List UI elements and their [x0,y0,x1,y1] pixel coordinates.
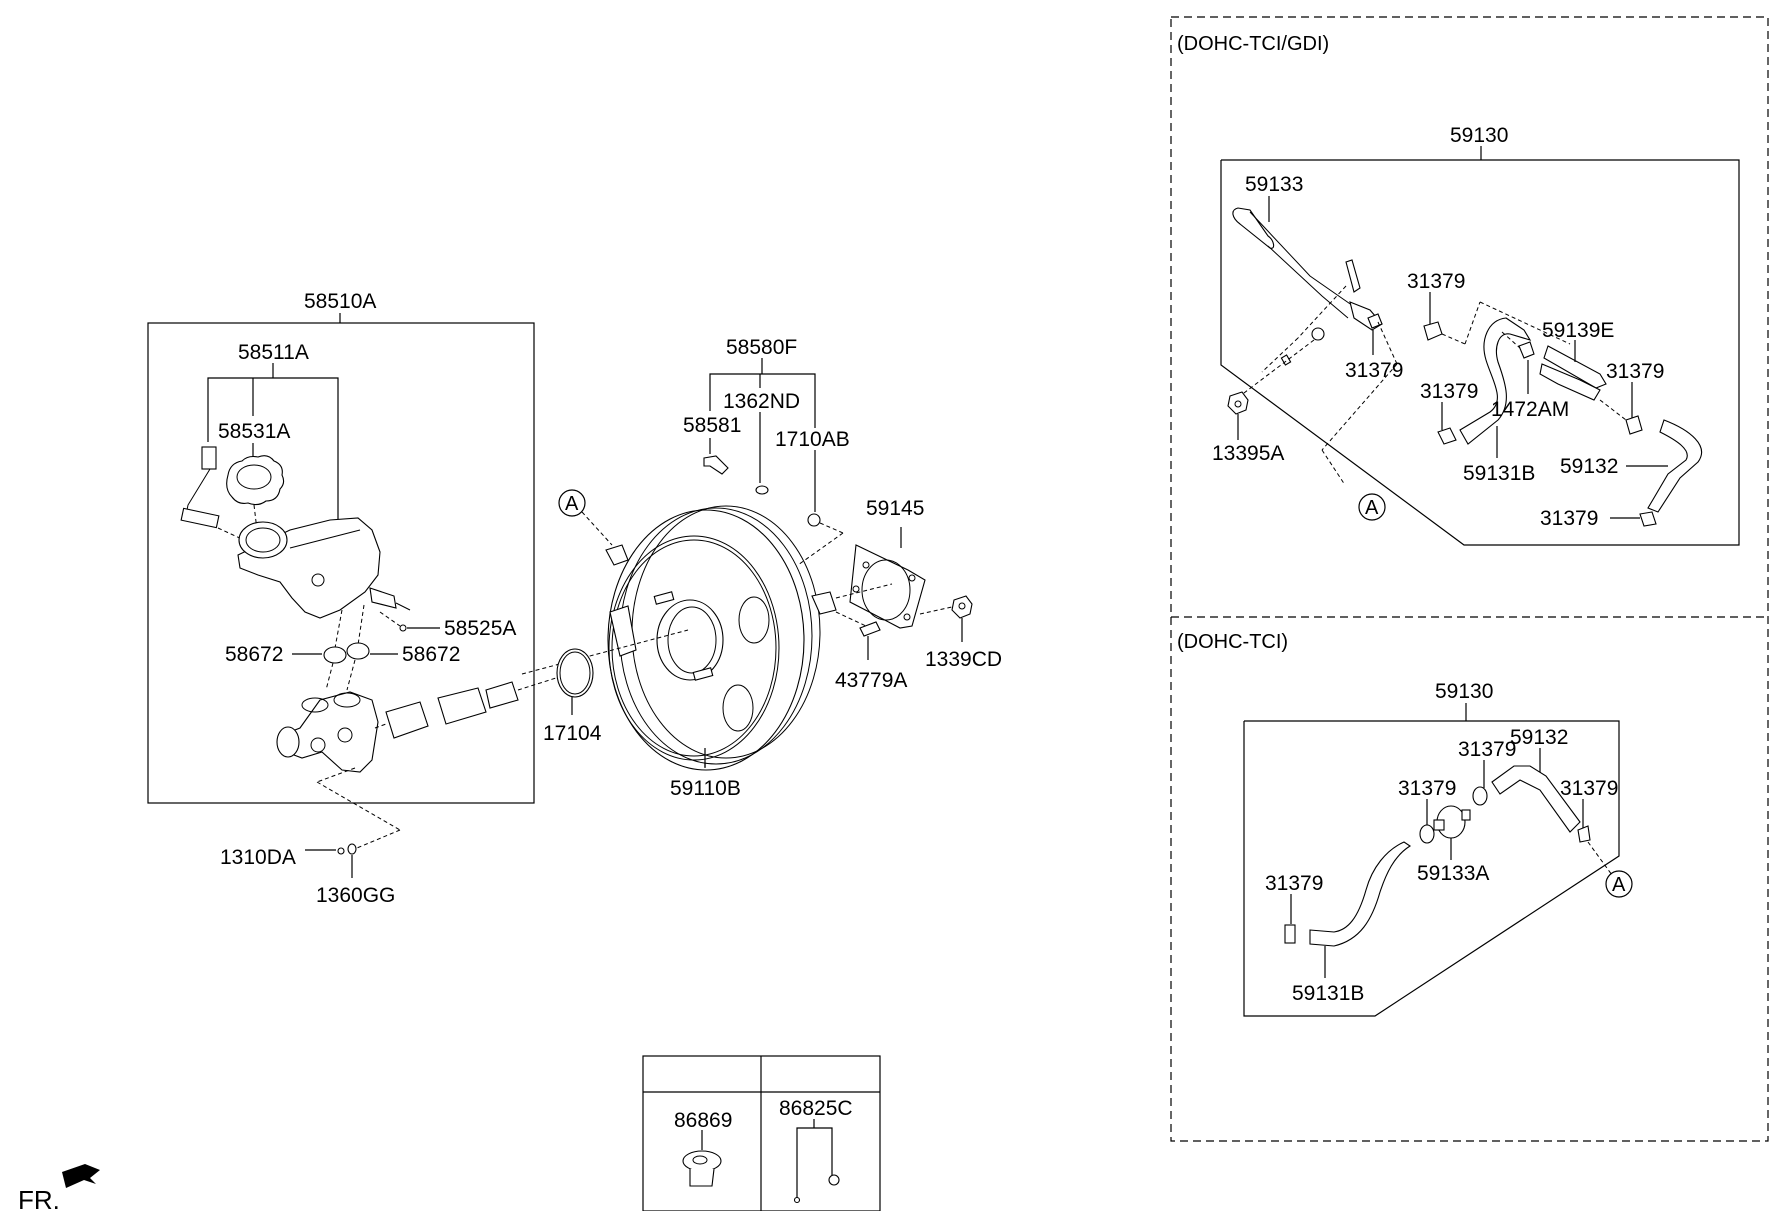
section-title-gdi: (DOHC-TCI/GDI) [1177,33,1329,55]
clevis-pin-icon [703,455,729,475]
connector-1472AM-icon [1518,341,1535,359]
label-31379-tci-2[interactable]: 31379 [1398,777,1456,800]
label-13395A[interactable]: 13395A [1212,442,1284,465]
label-59133[interactable]: 59133 [1245,173,1303,196]
label-31379-tci-1[interactable]: 31379 [1458,738,1516,761]
option-table: 86869 86825C [642,1055,881,1211]
label-59145[interactable]: 59145 [866,497,924,520]
clip-small-icon [793,1196,801,1204]
label-31379-gdi-5[interactable]: 31379 [1540,507,1598,530]
label-1362ND[interactable]: 1362ND [723,390,800,413]
label-31379-gdi-3[interactable]: 31379 [1420,380,1478,403]
label-1310DA[interactable]: 1310DA [220,846,296,869]
hose-59131B-tci-icon [1309,841,1412,947]
clamp-31379-icon [1423,321,1443,341]
clamp-31379-tci-icon-1 [1472,786,1488,806]
label-1360GG[interactable]: 1360GG [316,884,395,907]
grommet-right-icon [346,642,370,660]
clamp-31379-icon-3 [1437,427,1457,445]
reference-marker-A-tci[interactable] [1605,870,1633,898]
clamp-31379-tci-icon-3 [1577,825,1591,843]
front-orientation-indicator: FR. [18,1164,100,1211]
label-31379-gdi-2[interactable]: 31379 [1345,359,1403,382]
label-31379-tci-4[interactable]: 31379 [1265,872,1323,895]
label-1339CD[interactable]: 1339CD [925,648,1002,671]
table-part-86869[interactable]: 86869 [674,1109,732,1132]
master-cylinder-frame [147,322,535,804]
clip-1362ND-icon [755,485,769,495]
clamp-31379-tci-icon-2 [1419,824,1435,844]
label-59133A[interactable]: 59133A [1417,862,1489,885]
clip-43779A-icon [859,621,881,637]
label-58672-right[interactable]: 58672 [402,643,460,666]
grommet-left-icon [323,646,347,664]
nut-13395A-icon [1227,391,1249,415]
label-58511A[interactable]: 58511A [238,341,309,364]
label-59139E[interactable]: 59139E [1542,319,1614,342]
label-31379-gdi-4[interactable]: 31379 [1606,360,1664,383]
label-17104[interactable]: 17104 [543,722,602,745]
master-cylinder-group: 58510A 58511A 58531A [147,290,557,907]
label-58581[interactable]: 58581 [683,414,741,437]
label-31379-tci-3[interactable]: 31379 [1560,777,1618,800]
washer-1360GG-icon [347,843,357,855]
variant-panel [1170,16,1769,1142]
brake-booster-icon [605,505,837,771]
label-59131B-tci[interactable]: 59131B [1292,982,1364,1005]
gasket-icon [849,544,926,629]
clamp-31379-icon-5 [1639,511,1657,527]
reference-marker-A-gdi[interactable] [1358,493,1386,521]
variant-tci: (DOHC-TCI) 59130 59132 31379 31379 31379… [1177,631,1633,1017]
clip-86869-icon [682,1150,722,1187]
label-58531A[interactable]: 58531A [218,420,290,443]
piston-boot-icon [385,681,519,739]
hose-59133-icon [1232,207,1383,331]
front-arrow-icon [62,1164,100,1188]
label-58580F[interactable]: 58580F [726,336,797,359]
clip-large-icon [828,1174,840,1186]
reference-marker-A[interactable] [558,489,586,517]
label-59110B[interactable]: 59110B [670,777,741,800]
valve-59139E-icon [1539,345,1607,401]
reference-marker-A-gdi-label: A [1365,497,1379,519]
reservoir-body-icon [237,517,397,619]
grommet-icon [1311,327,1325,341]
hose-59131B-icon [1459,317,1532,445]
label-58672-left[interactable]: 58672 [225,643,283,666]
hose-59132-tci-icon [1491,765,1581,833]
check-valve-59133A-icon [1433,805,1471,839]
o-ring-icon [556,648,594,698]
variant-gdi: (DOHC-TCI/GDI) 59130 59133 31379 31379 [1177,33,1740,546]
nut-1339CD-icon [951,595,973,619]
label-59132-tci[interactable]: 59132 [1510,726,1568,749]
booster-group: 58580F 1362ND 58581 1710AB A [521,336,1002,800]
section-title-tci: (DOHC-TCI) [1177,631,1288,653]
label-31379-gdi-1[interactable]: 31379 [1407,270,1465,293]
label-59130-tci[interactable]: 59130 [1435,680,1493,703]
label-59131B-gdi[interactable]: 59131B [1463,462,1535,485]
label-1472AM[interactable]: 1472AM [1491,398,1569,421]
label-58510A[interactable]: 58510A [304,290,376,313]
label-58525A[interactable]: 58525A [444,617,516,640]
table-part-86825C[interactable]: 86825C [779,1097,853,1120]
master-cylinder-icon [276,691,379,773]
front-label: FR. [18,1185,60,1211]
reference-marker-A-label: A [565,493,579,515]
clamp-31379-icon-2 [1367,313,1383,329]
hose-59132-icon [1647,419,1703,513]
snap-pin-icon [807,513,821,527]
clamp-31379-tci-icon-4 [1284,924,1296,944]
label-1710AB[interactable]: 1710AB [775,428,850,451]
label-59132-gdi[interactable]: 59132 [1560,455,1618,478]
reference-marker-A-tci-label: A [1612,874,1626,896]
level-sensor-icon [180,446,220,529]
label-59130-gdi[interactable]: 59130 [1450,124,1508,147]
reservoir-cap-icon [226,455,285,506]
clamp-31379-icon-4 [1625,415,1643,435]
label-43779A[interactable]: 43779A [835,669,907,692]
nut-1310DA-icon [337,847,345,855]
